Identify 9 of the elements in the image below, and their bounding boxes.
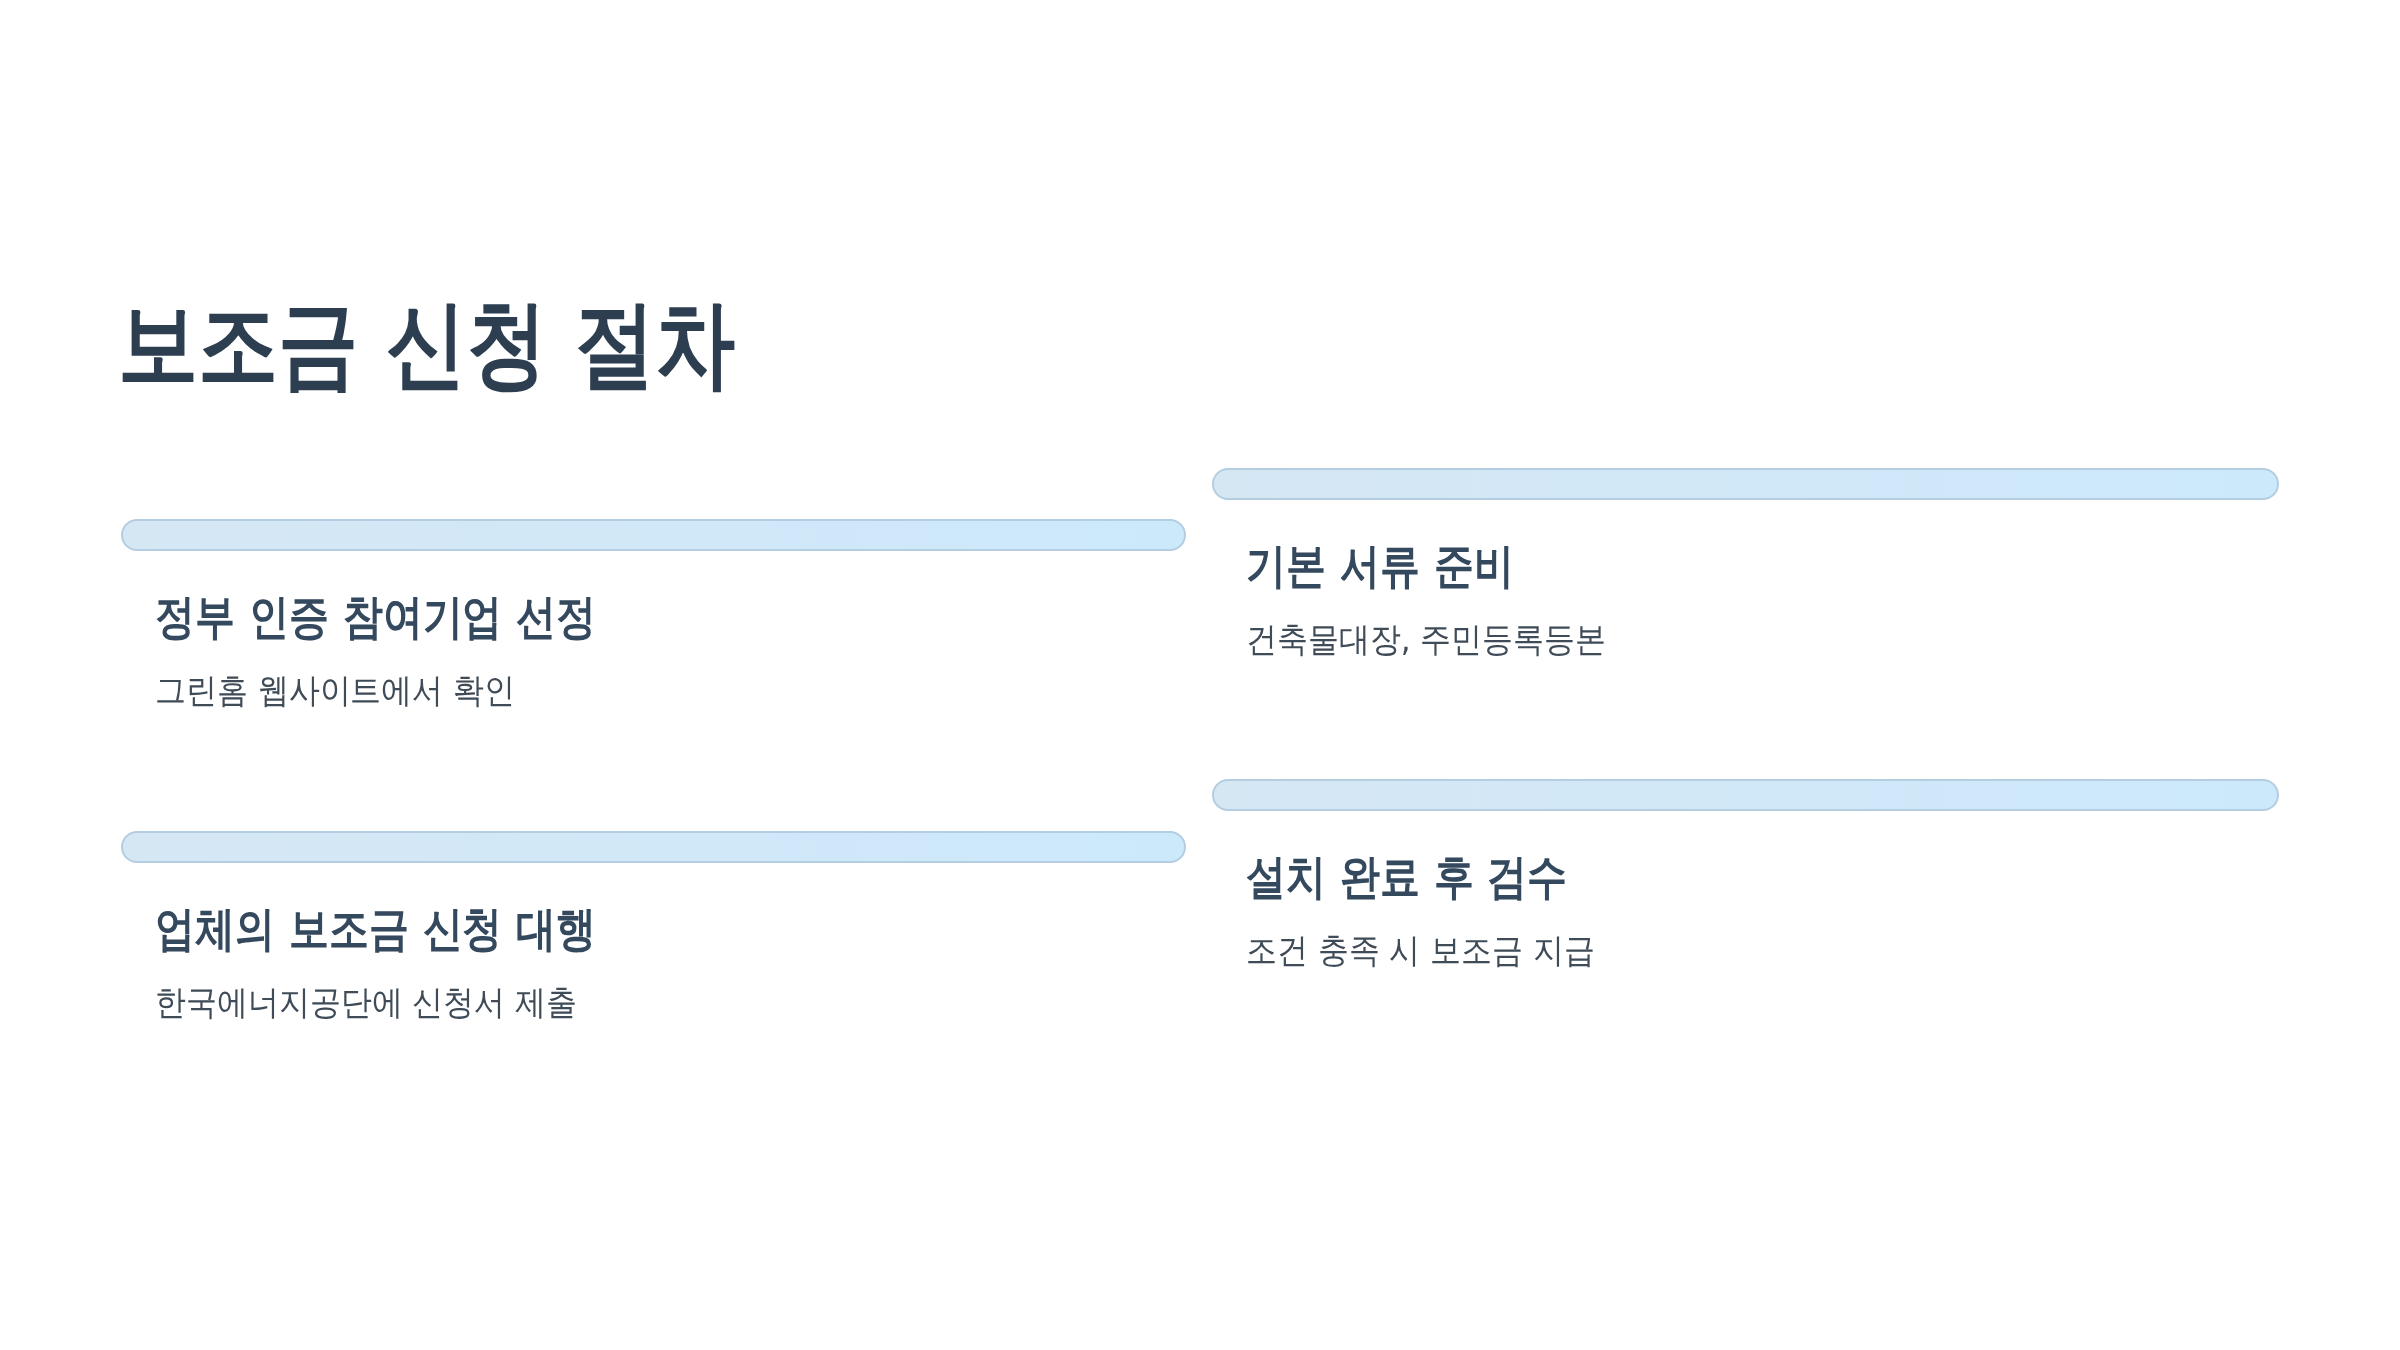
step-description: 한국에너지공단에 신청서 제출	[155, 981, 577, 1023]
step-heading: 설치 완료 후 검수	[1246, 848, 1568, 906]
step-heading: 정부 인증 참여기업 선정	[155, 588, 597, 646]
step-description: 그린홈 웹사이트에서 확인	[155, 669, 515, 711]
step-heading: 기본 서류 준비	[1246, 537, 1514, 595]
title: 보조금 신청 절차	[118, 287, 735, 402]
step-heading: 업체의 보조금 신청 대행	[155, 900, 597, 958]
step-description: 건축물대장, 주민등록등본	[1246, 618, 1606, 660]
step-description: 조건 충족 시 보조금 지급	[1246, 929, 1595, 971]
